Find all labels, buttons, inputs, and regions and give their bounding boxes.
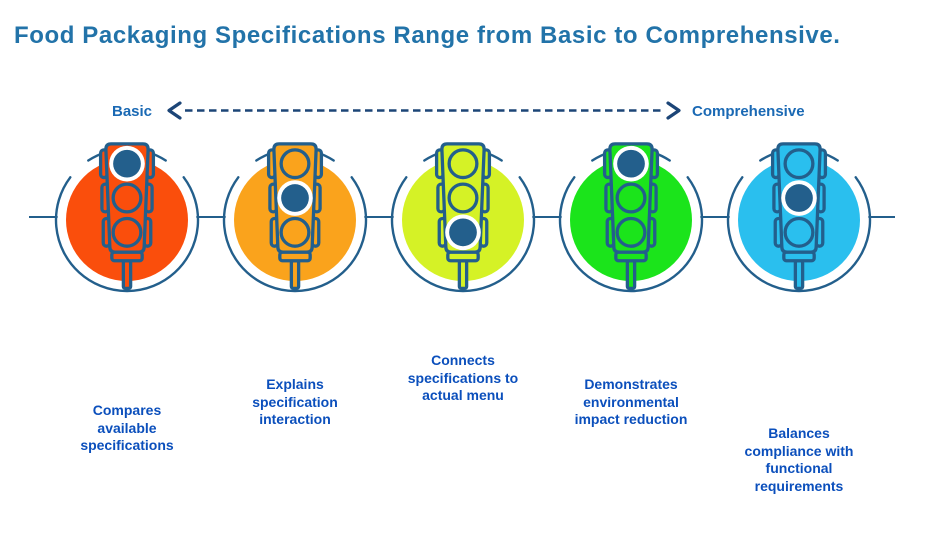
scale-label-comprehensive: Comprehensive (692, 103, 805, 120)
traffic-light-icon (266, 142, 324, 291)
lamp-top (447, 148, 479, 180)
lamp-middle (615, 182, 647, 214)
traffic-light-icon (98, 142, 156, 291)
lamp-top (279, 148, 311, 180)
lamp-bottom (111, 216, 143, 248)
stage-caption: Explains specification interaction (252, 376, 338, 427)
traffic-light-icon (434, 142, 492, 291)
lamp-middle (447, 182, 479, 214)
lamp-bottom (449, 218, 477, 247)
stage-3: Connects specifications to actual menu (389, 0, 537, 541)
stage-caption: Balances compliance with functional requ… (744, 425, 854, 494)
lamp-top (783, 148, 815, 180)
lamp-top (617, 149, 645, 178)
stage-caption: Demonstrates environmental impact reduct… (574, 376, 688, 427)
lamp-bottom (279, 216, 311, 248)
stage-5: Balances compliance with functional requ… (725, 0, 873, 541)
stage-caption: Compares available specifications (80, 402, 174, 453)
range-arrow-icon (167, 101, 681, 120)
lamp-top (113, 149, 141, 178)
traffic-light-icon (602, 142, 660, 291)
stage-caption: Connects specifications to actual menu (407, 352, 519, 403)
traffic-light-icon (770, 142, 828, 291)
lamp-bottom (783, 216, 815, 248)
lamp-bottom (615, 216, 647, 248)
arrowhead-left-icon (167, 101, 182, 120)
stage-2: Explains specification interaction (221, 0, 369, 541)
page-title: Food Packaging Specifications Range from… (14, 22, 841, 49)
scale-label-basic: Basic (112, 103, 153, 120)
lamp-middle (785, 184, 813, 212)
arrowhead-right-icon (666, 101, 681, 120)
stage-4: Demonstrates environmental impact reduct… (557, 0, 705, 541)
stage-1: Compares available specifications (53, 0, 201, 541)
lamp-middle (281, 184, 309, 212)
lamp-middle (111, 182, 143, 214)
